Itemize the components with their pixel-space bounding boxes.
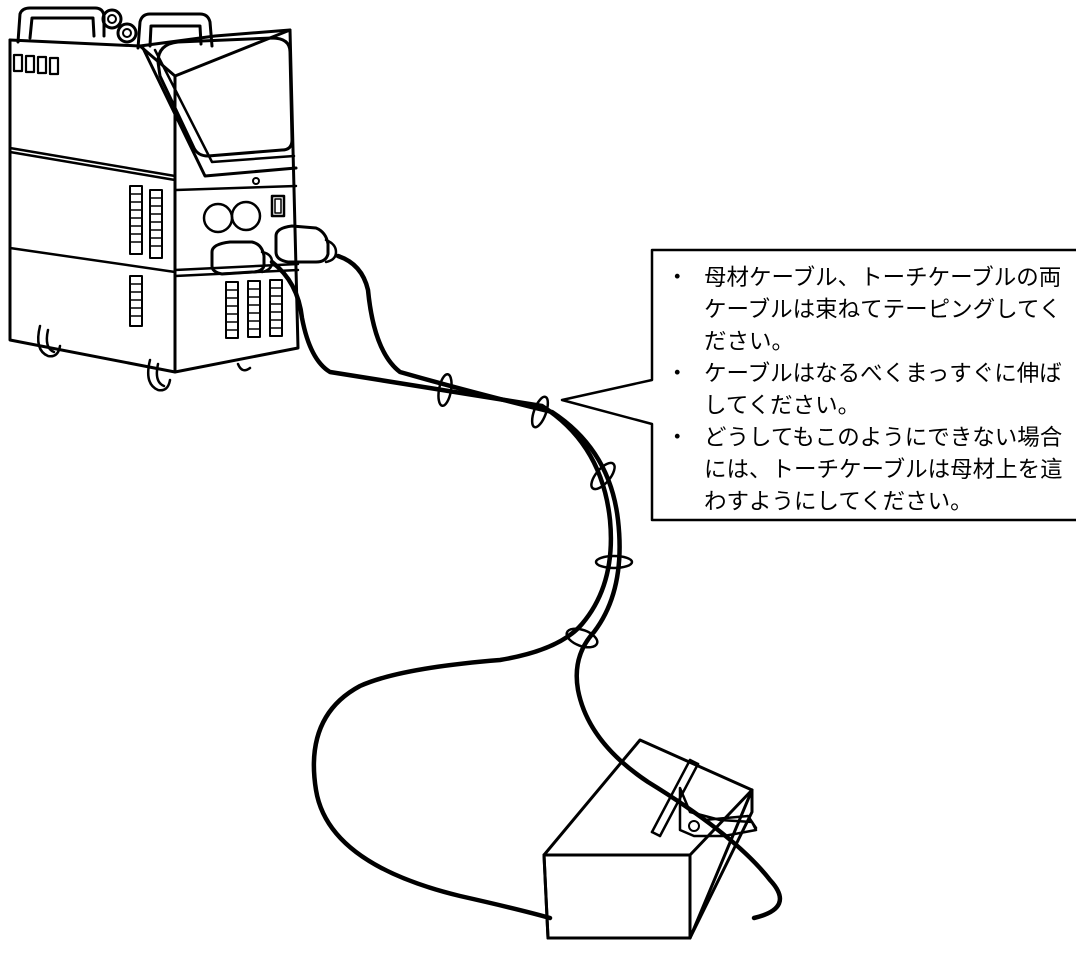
tape-band: [437, 372, 453, 408]
eye-bolt: [101, 8, 123, 30]
front-vent: [225, 279, 283, 339]
base-metal-plate: [542, 738, 754, 940]
callout-notes: ・母材ケーブル、トーチケーブルの両ケーブルは束ねてテーピングしてください。 ・ケ…: [666, 262, 1076, 518]
callout-box: [560, 248, 1076, 522]
note-text: どうしてもこのようにできない場合には、トーチケーブルは母材上を這わすようにしてく…: [704, 425, 1063, 515]
front-knob: [202, 202, 234, 234]
tape-band: [594, 554, 634, 570]
bullet: ・: [666, 265, 689, 291]
welding-torch: [650, 758, 758, 838]
output-connector: [210, 240, 274, 276]
eye-bolt: [116, 22, 138, 44]
note-text: ケーブルはなるべくまっすぐに伸ばしてください。: [704, 361, 1062, 419]
welding-machine: [8, 6, 338, 392]
tape-band: [590, 461, 616, 491]
tape-bands: [437, 372, 634, 649]
ground-cable: [269, 259, 614, 921]
front-knob: [230, 200, 262, 232]
output-connector: [274, 224, 338, 264]
bullet: ・: [666, 361, 689, 387]
bullet: ・: [666, 425, 689, 451]
power-switch: [270, 194, 286, 218]
side-vent: [12, 53, 163, 327]
callout-note: ・どうしてもこのようにできない場合には、トーチケーブルは母材上を這わすようにして…: [666, 422, 1076, 518]
callout-note: ・母材ケーブル、トーチケーブルの両ケーブルは束ねてテーピングしてください。: [666, 262, 1076, 358]
tape-band: [530, 395, 550, 429]
note-text: 母材ケーブル、トーチケーブルの両ケーブルは束ねてテーピングしてください。: [704, 265, 1062, 355]
tape-band: [565, 627, 599, 649]
callout-note: ・ケーブルはなるべくまっすぐに伸ばしてください。: [666, 358, 1076, 422]
